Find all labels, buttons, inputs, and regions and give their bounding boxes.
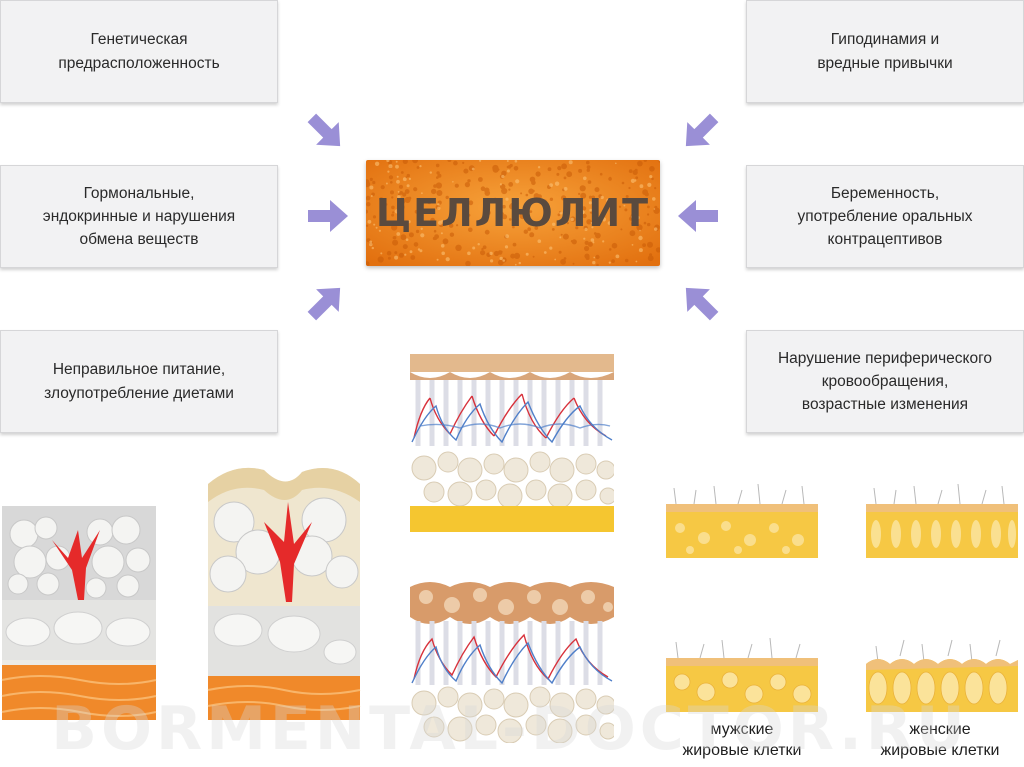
factor-hypodynamia: Гиподинамия и вредные привычки (746, 0, 1024, 103)
male-fat-cells-top (666, 483, 818, 558)
skin-section-cellulite (410, 575, 614, 743)
skin-section-normal (410, 350, 614, 532)
caption-female-fat-cells: женские жировые клетки (880, 721, 1000, 759)
arrow-right-icon (308, 200, 348, 232)
arrow-down-left-icon (685, 113, 719, 147)
factor-hormonal: Гормональные, эндокринные и нарушения об… (0, 165, 278, 268)
male-fat-cells-bottom (666, 637, 818, 712)
factor-nutrition: Неправильное питание, злоупотребление ди… (0, 330, 278, 433)
orange-peel-texture (366, 160, 660, 266)
female-fat-cells-bottom (866, 639, 1018, 712)
cellulite-title: ЦЕЛЛЮЛИТ (375, 191, 651, 235)
fat-lobules-illustration-1 (1, 506, 157, 720)
arrow-up-right-icon (307, 287, 341, 321)
factor-circulation: Нарушение периферического кровообращения… (746, 330, 1024, 433)
factor-pregnancy: Беременность, употребление оральных конт… (746, 165, 1024, 268)
arrow-left-icon (678, 200, 718, 232)
cellulite-panel: ЦЕЛЛЮЛИТ (366, 160, 660, 266)
arrow-up-left-icon (685, 287, 719, 321)
female-fat-cells-top (866, 483, 1018, 558)
factor-genetic: Генетическая предрасположенность (0, 0, 278, 103)
caption-male-fat-cells: мужские жировые клетки (682, 721, 802, 759)
fat-lobules-illustration-2 (207, 467, 361, 720)
arrow-down-right-icon (307, 113, 341, 147)
